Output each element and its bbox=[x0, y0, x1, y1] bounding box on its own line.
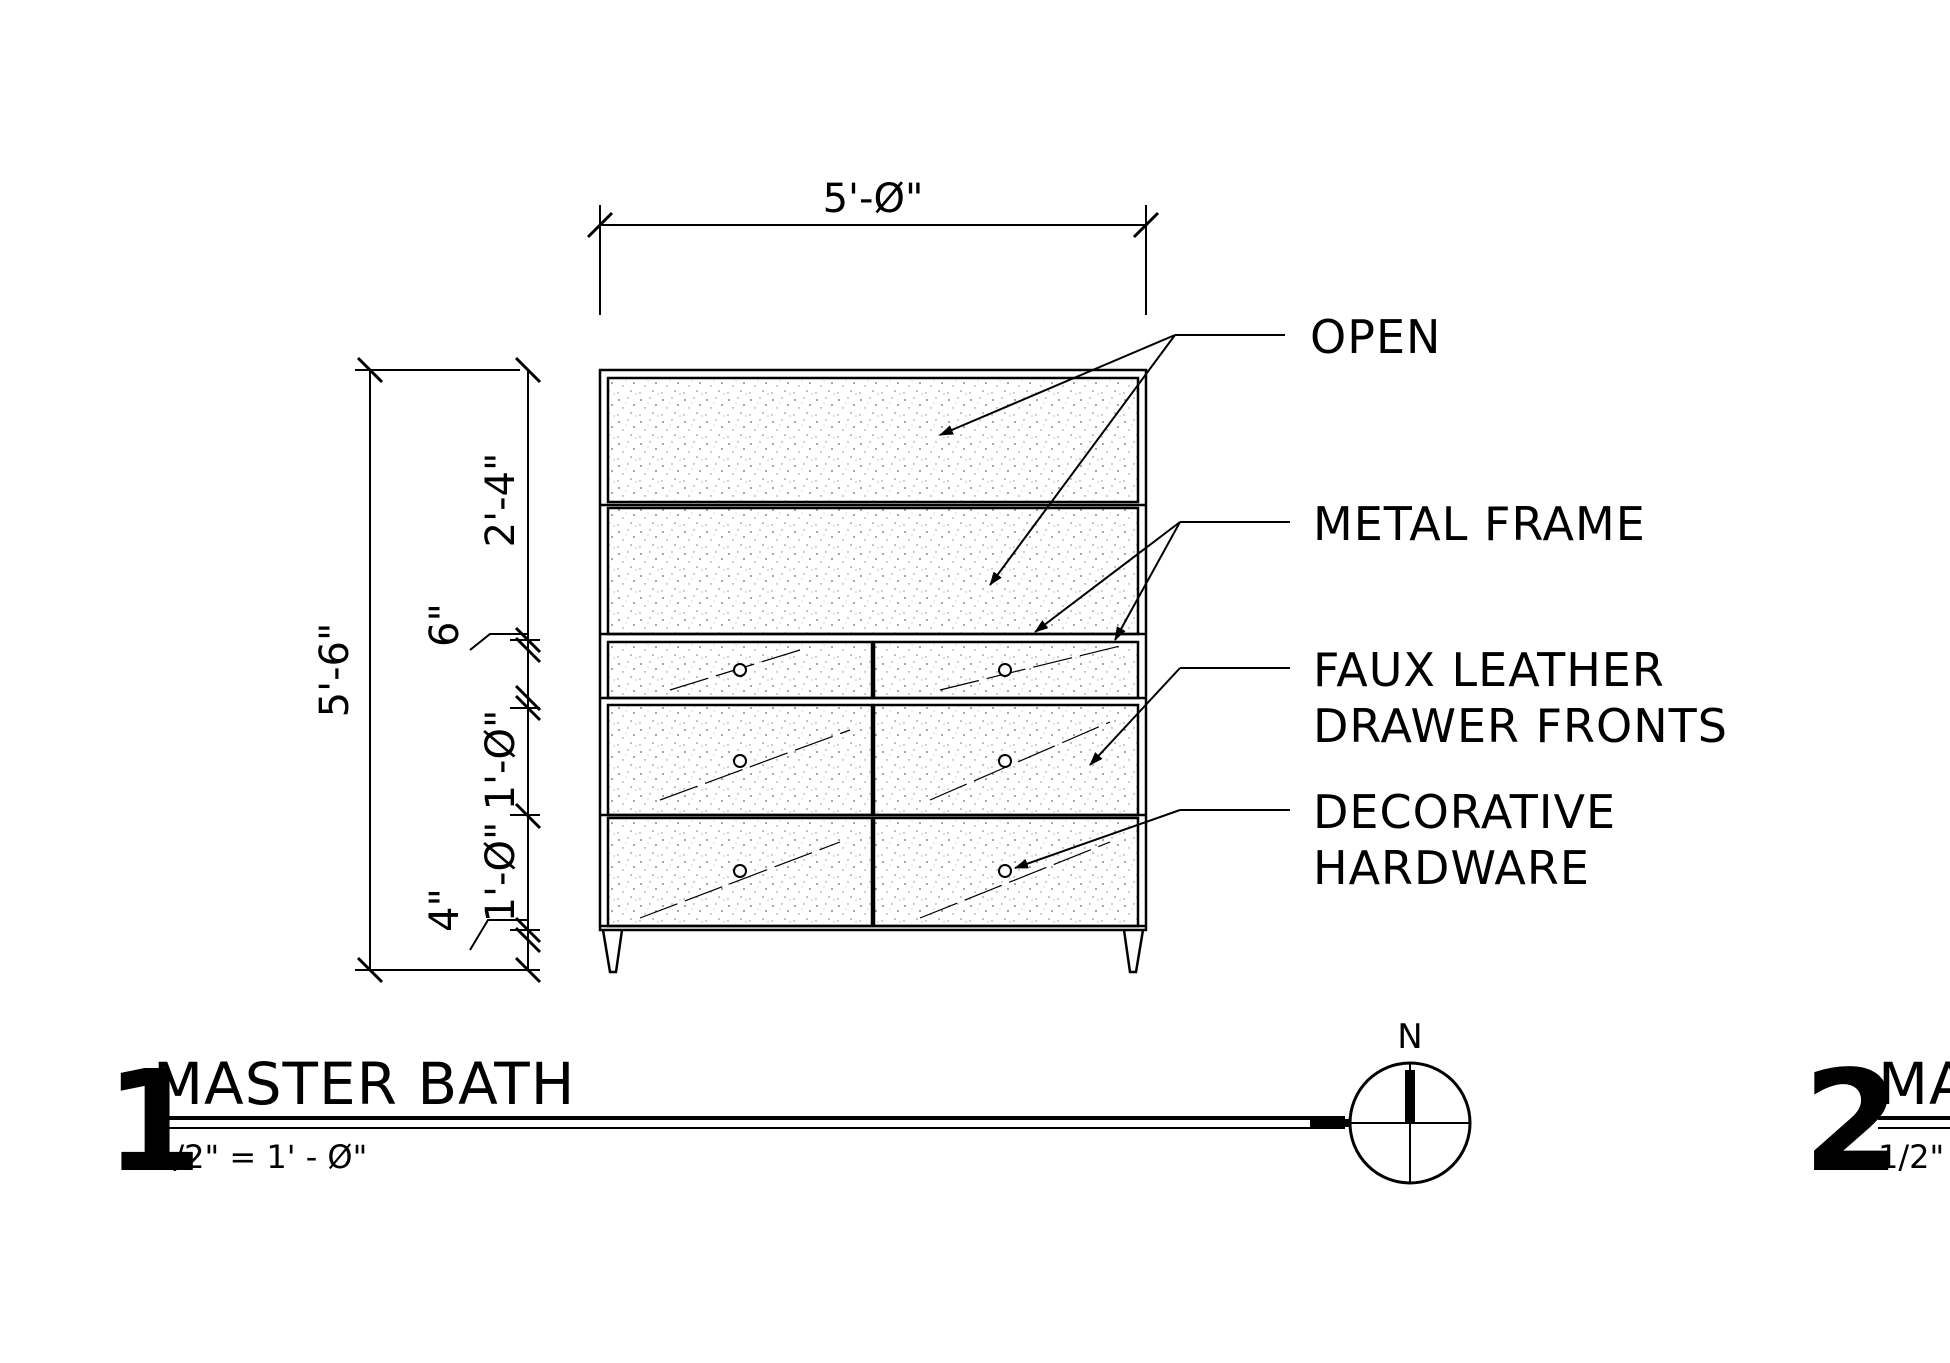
overall-width-label: 5'-Ø" bbox=[823, 176, 924, 222]
middle-drawer-dim-label: 1'-Ø" bbox=[478, 710, 524, 811]
next-drawing-title: MA bbox=[1878, 1050, 1950, 1118]
knob-icon bbox=[733, 663, 747, 677]
cabinet-elevation bbox=[598, 368, 1148, 974]
title-block: 1 MASTER BATH 1/2" = 1' - Ø" bbox=[105, 1041, 1345, 1204]
next-drawing-scale: 1/2" bbox=[1878, 1138, 1944, 1176]
note-decorative-line1: DECORATIVE bbox=[1313, 785, 1616, 839]
cabinet-leg-right bbox=[1122, 929, 1145, 974]
north-arrow-icon bbox=[1310, 1061, 1472, 1185]
drawing-scale: 1/2" = 1' - Ø" bbox=[153, 1138, 367, 1176]
knob-icon bbox=[998, 663, 1012, 677]
drawer-glints bbox=[639, 645, 1121, 919]
note-faux-leather-line2: DRAWER FRONTS bbox=[1313, 699, 1728, 753]
note-leaders bbox=[939, 334, 1290, 869]
note-metal-frame: METAL FRAME bbox=[1313, 497, 1646, 551]
note-decorative-line2: HARDWARE bbox=[1313, 841, 1590, 895]
knob-icon bbox=[998, 864, 1012, 878]
cabinet-leg-left bbox=[601, 929, 624, 974]
knob-icon bbox=[733, 864, 747, 878]
base-dim-label: 4" bbox=[422, 888, 468, 932]
dimension-lines bbox=[355, 205, 1160, 984]
next-drawing-number: 2 bbox=[1803, 1041, 1900, 1204]
cabinet-outer-frame bbox=[598, 368, 1148, 932]
note-open: OPEN bbox=[1310, 310, 1441, 364]
overall-height-label: 5'-6" bbox=[312, 623, 358, 718]
top-drawer-dim-label: 6" bbox=[422, 603, 468, 647]
knob-icon bbox=[733, 754, 747, 768]
next-title-block: 2 MA 1/2" bbox=[1803, 1041, 1950, 1204]
north-label: N bbox=[1397, 1017, 1422, 1057]
note-faux-leather-line1: FAUX LEATHER bbox=[1313, 643, 1665, 697]
drawing-title: MASTER BATH bbox=[153, 1050, 575, 1118]
drawer-knobs bbox=[733, 663, 1012, 878]
upper-open-dim-label: 2'-4" bbox=[478, 453, 524, 548]
knob-icon bbox=[998, 754, 1012, 768]
open-shelf-top bbox=[606, 376, 1140, 504]
bottom-drawer-dim-label: 1'-Ø" bbox=[478, 822, 524, 923]
drawing-number: 1 bbox=[105, 1041, 202, 1204]
